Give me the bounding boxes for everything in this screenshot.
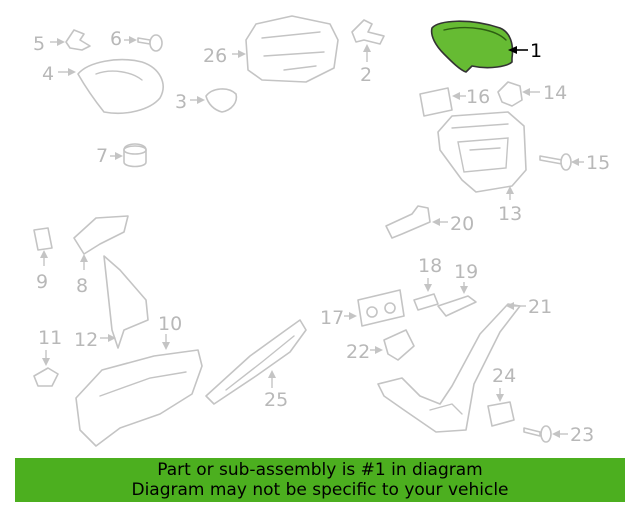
arrow-16 bbox=[452, 92, 460, 100]
callout-6[interactable]: 6 bbox=[110, 28, 122, 50]
arrow-21 bbox=[506, 302, 514, 310]
part-1-armrest-lid[interactable] bbox=[430, 20, 514, 73]
callout-12[interactable]: 12 bbox=[74, 329, 98, 351]
callout-8[interactable]: 8 bbox=[76, 275, 88, 297]
arrow-20 bbox=[432, 218, 440, 226]
arrow-15 bbox=[571, 158, 579, 166]
arrow-8 bbox=[80, 254, 88, 262]
part-22-bracket[interactable] bbox=[383, 329, 415, 361]
part-20-bracket[interactable] bbox=[385, 205, 431, 239]
callout-22[interactable]: 22 bbox=[346, 341, 370, 363]
arrow-23 bbox=[552, 430, 560, 438]
callout-26[interactable]: 26 bbox=[203, 45, 227, 67]
callout-7[interactable]: 7 bbox=[96, 145, 108, 167]
callout-3[interactable]: 3 bbox=[175, 91, 187, 113]
part-9-switch[interactable] bbox=[33, 227, 53, 251]
arrow-10 bbox=[162, 342, 170, 350]
banner-line-part: Part or sub-assembly is #1 in diagram bbox=[157, 460, 483, 480]
callout-25[interactable]: 25 bbox=[264, 389, 288, 411]
arrow-6 bbox=[129, 36, 137, 44]
part-11-clip[interactable] bbox=[33, 367, 59, 387]
arrow-3 bbox=[197, 96, 205, 104]
arrow-17 bbox=[349, 312, 357, 320]
part-10-lower-panel[interactable] bbox=[75, 349, 203, 447]
arrow-22 bbox=[375, 346, 383, 354]
arrow-1 bbox=[508, 46, 517, 54]
parts-diagram: 1 2 26 5 6 4 3 7 bbox=[33, 15, 610, 447]
part-12-side-panel[interactable] bbox=[103, 255, 149, 349]
arrow-26 bbox=[238, 50, 246, 58]
part-18-button[interactable] bbox=[413, 293, 439, 311]
callout-24[interactable]: 24 bbox=[492, 365, 516, 387]
arrow-4 bbox=[68, 68, 76, 76]
arrow-11 bbox=[42, 358, 50, 366]
part-13-console[interactable] bbox=[437, 111, 527, 193]
arrow-7 bbox=[115, 152, 123, 160]
callout-16[interactable]: 16 bbox=[466, 86, 490, 108]
arrow-18 bbox=[424, 284, 432, 292]
arrow-9 bbox=[40, 250, 48, 258]
part-26-module[interactable] bbox=[245, 15, 339, 83]
part-7-knob[interactable] bbox=[123, 143, 147, 168]
callout-15[interactable]: 15 bbox=[586, 152, 610, 174]
callout-21[interactable]: 21 bbox=[528, 296, 552, 318]
part-8-bracket[interactable] bbox=[73, 215, 129, 255]
part-19-pad[interactable] bbox=[437, 295, 477, 317]
callout-1[interactable]: 1 bbox=[530, 40, 542, 62]
arrow-25 bbox=[268, 370, 276, 378]
part-5-clip[interactable] bbox=[65, 29, 91, 51]
callout-9[interactable]: 9 bbox=[36, 271, 48, 293]
part-4-panel[interactable] bbox=[77, 58, 164, 114]
callout-2[interactable]: 2 bbox=[360, 64, 372, 86]
part-23-screw[interactable] bbox=[523, 425, 552, 443]
arrow-24 bbox=[496, 394, 504, 402]
part-6-pin[interactable] bbox=[137, 34, 163, 52]
arrow-14 bbox=[522, 88, 530, 96]
part-15-screw[interactable] bbox=[539, 153, 572, 171]
callout-18[interactable]: 18 bbox=[418, 255, 442, 277]
arrow-13 bbox=[506, 186, 514, 194]
part-16-bracket[interactable] bbox=[419, 87, 453, 117]
callout-10[interactable]: 10 bbox=[158, 313, 182, 335]
part-24-plate[interactable] bbox=[487, 401, 515, 427]
callout-23[interactable]: 23 bbox=[570, 424, 594, 446]
part-3-cap[interactable] bbox=[205, 88, 238, 113]
callout-11[interactable]: 11 bbox=[38, 327, 62, 349]
part-2-clip[interactable] bbox=[351, 19, 385, 45]
arrow-5 bbox=[57, 38, 65, 46]
banner-line-disclaimer: Diagram may not be specific to your vehi… bbox=[131, 480, 509, 500]
part-25-trim-strip[interactable] bbox=[205, 319, 307, 405]
callout-17[interactable]: 17 bbox=[320, 307, 344, 329]
callout-14[interactable]: 14 bbox=[543, 82, 567, 104]
callout-13[interactable]: 13 bbox=[498, 203, 522, 225]
callout-5[interactable]: 5 bbox=[33, 33, 45, 55]
callout-19[interactable]: 19 bbox=[454, 261, 478, 283]
part-14-clip[interactable] bbox=[497, 81, 523, 107]
arrow-2 bbox=[363, 44, 371, 52]
callout-4[interactable]: 4 bbox=[42, 63, 54, 85]
part-info-banner: Part or sub-assembly is #1 in diagram Di… bbox=[15, 458, 625, 502]
arrow-19 bbox=[460, 286, 468, 294]
part-17-control-panel[interactable] bbox=[357, 289, 405, 327]
callout-20[interactable]: 20 bbox=[450, 213, 474, 235]
arrow-12 bbox=[108, 334, 116, 342]
